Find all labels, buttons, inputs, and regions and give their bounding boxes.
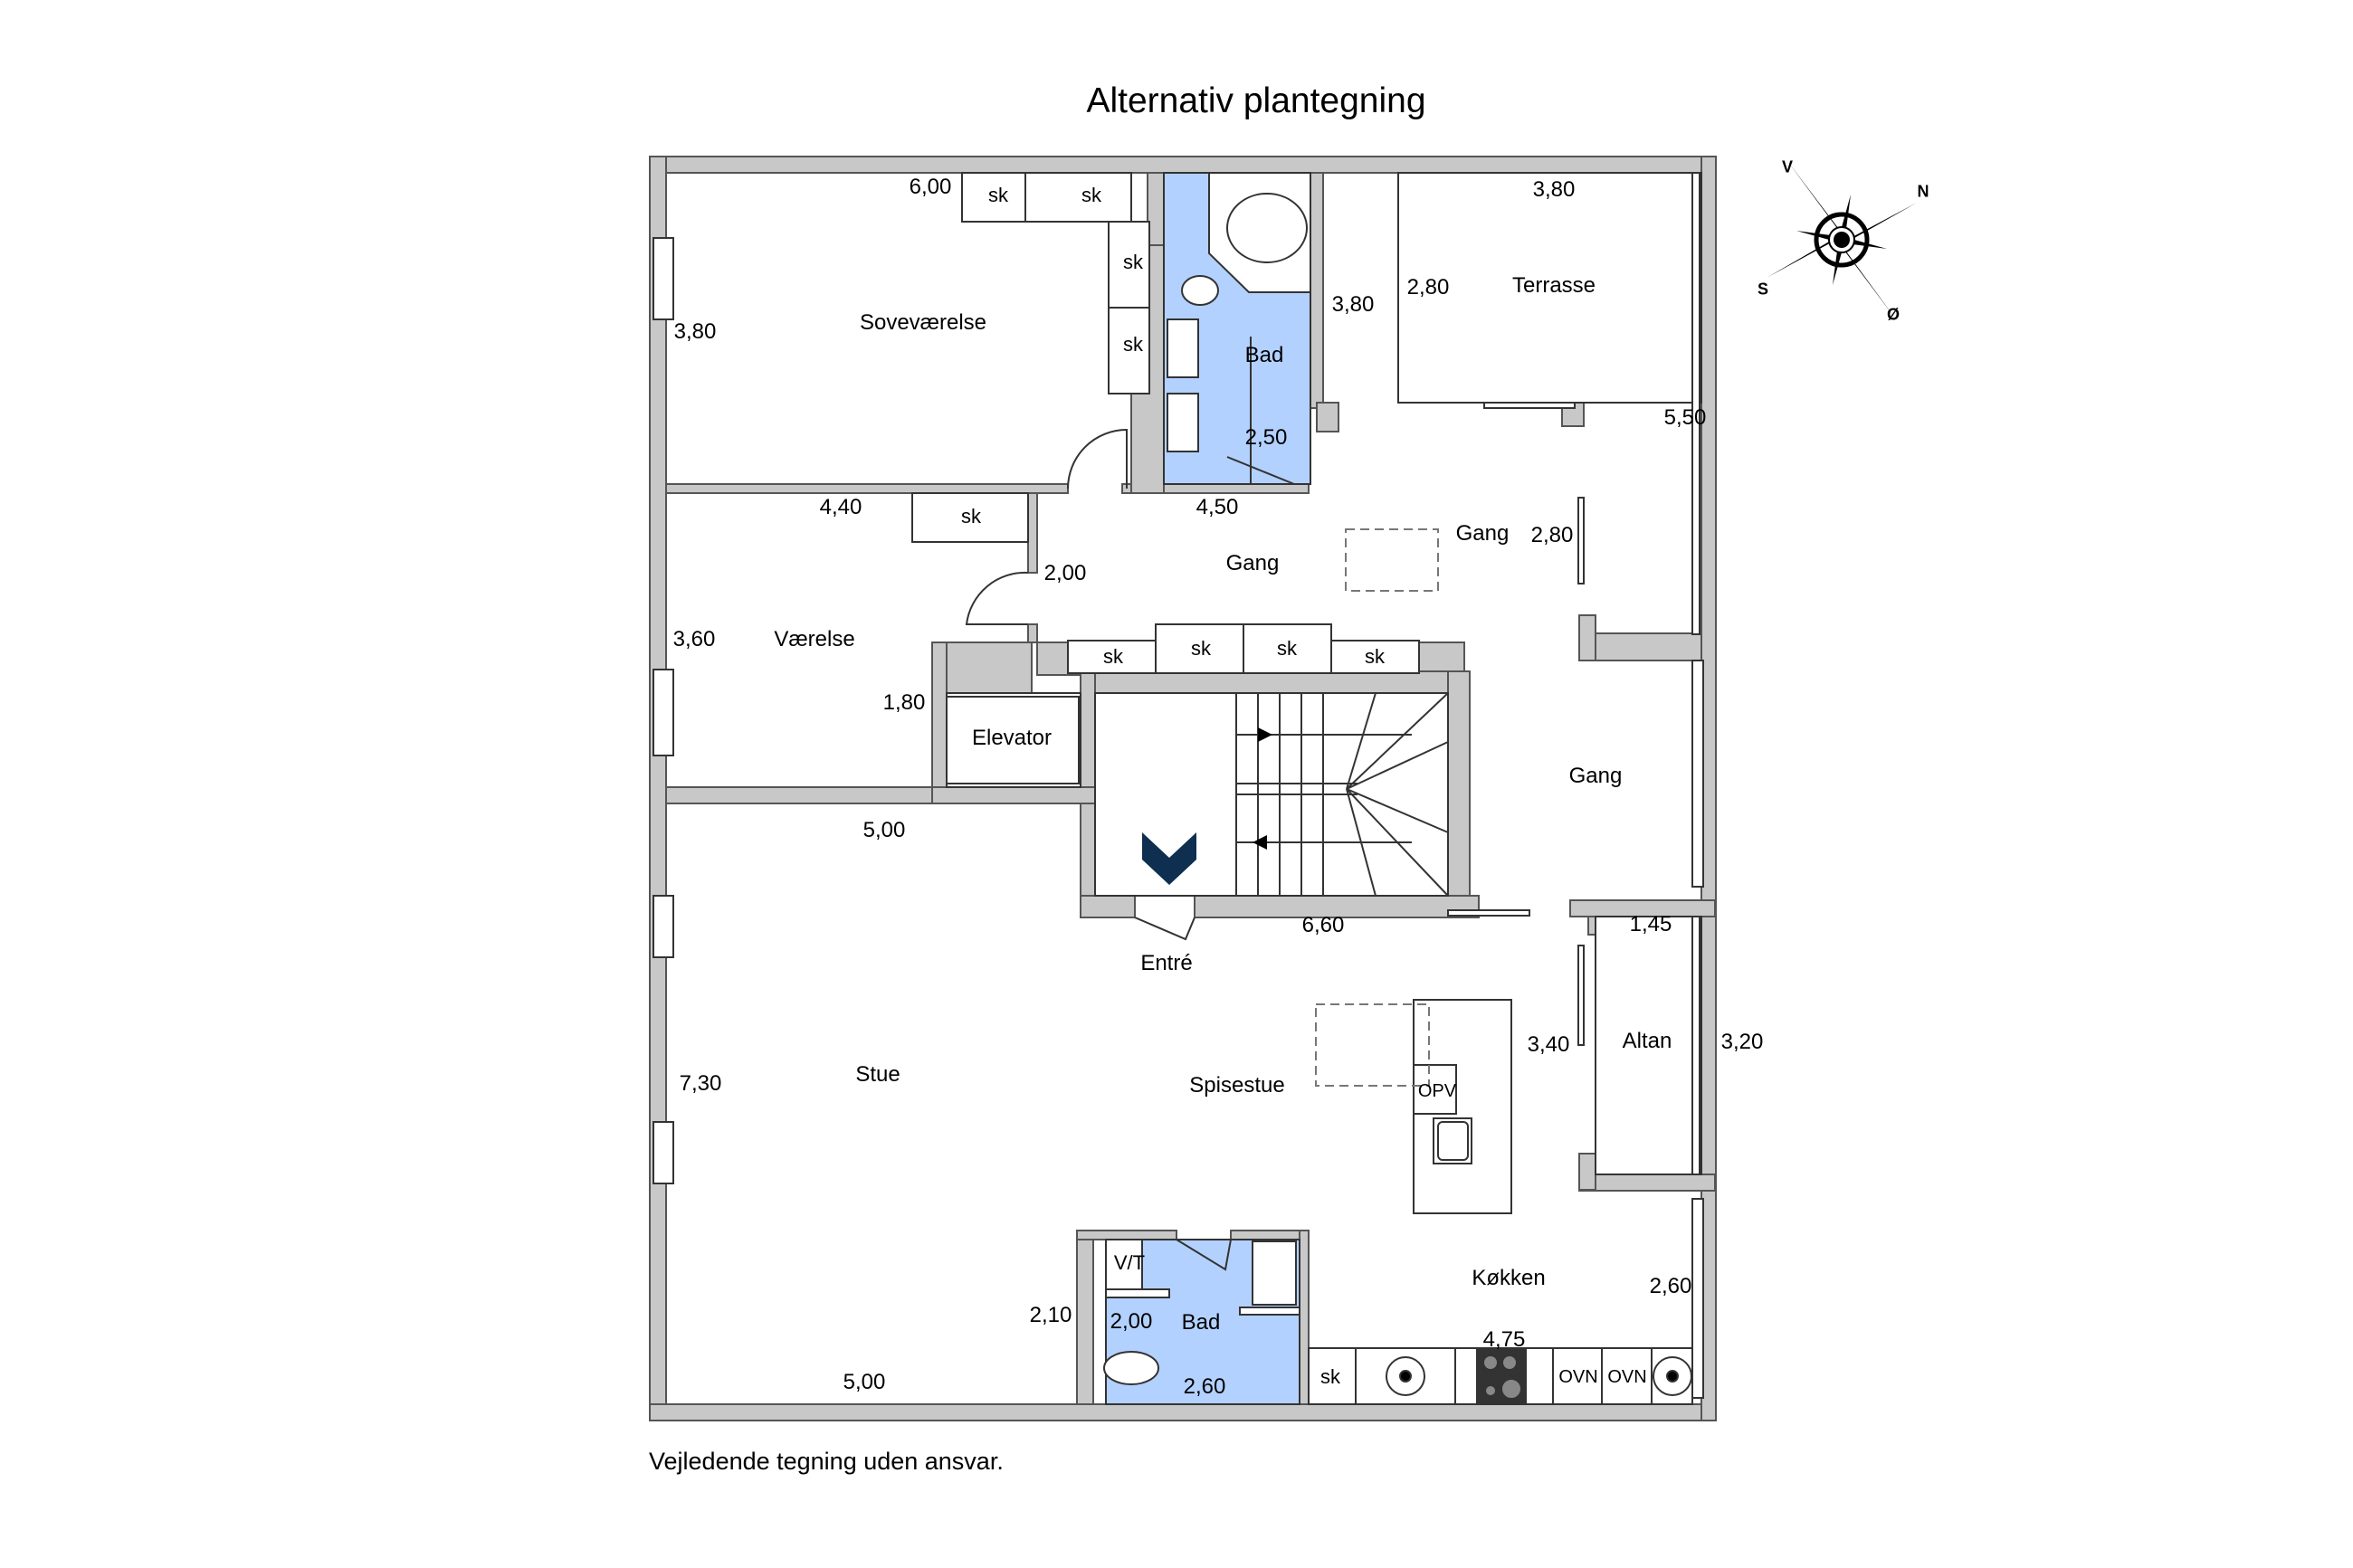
dim-vaer-inner: 1,80 — [882, 690, 926, 715]
stair-arrow-up — [1258, 727, 1272, 742]
dim-koekken-height: 2,60 — [1649, 1274, 1692, 1298]
dim-bad2-side: 2,10 — [1029, 1303, 1072, 1327]
terrasse-area — [1397, 172, 1702, 404]
dim-stair-width: 6,60 — [1301, 913, 1345, 937]
dim-spise-height: 3,40 — [1527, 1032, 1570, 1057]
dim-terrasse-side: 5,50 — [1663, 405, 1707, 430]
room-elevator: Elevator — [971, 726, 1053, 750]
room-altan: Altan — [1622, 1029, 1672, 1053]
kitchen-island — [1413, 999, 1512, 1214]
room-gang-1: Gang — [1225, 551, 1280, 575]
label-sk: sk — [1103, 645, 1123, 668]
room-bad-1: Bad — [1244, 343, 1284, 367]
compass-east-label: Ø — [1886, 305, 1900, 324]
altan-area — [1595, 916, 1702, 1175]
room-bad-2: Bad — [1181, 1310, 1221, 1335]
compass-west-label: V — [1781, 157, 1794, 176]
dim-altan-width: 1,45 — [1629, 912, 1672, 936]
dim-bad1-height: 2,50 — [1244, 425, 1288, 450]
dim-gang2-height: 2,80 — [1530, 523, 1574, 547]
label-opv: OPV — [1417, 1081, 1457, 1101]
dim-vaer-width: 4,40 — [819, 495, 862, 519]
room-gang-2: Gang — [1455, 521, 1510, 546]
room-koekken: Køkken — [1472, 1266, 1546, 1290]
dim-bad2-height: 2,00 — [1110, 1309, 1153, 1334]
label-sk: sk — [1320, 1365, 1340, 1388]
stair-arrow-down — [1253, 835, 1267, 850]
dim-koekken-width: 4,75 — [1482, 1327, 1526, 1352]
dim-bad2-width: 2,60 — [1183, 1374, 1226, 1399]
elevator-car — [946, 696, 1080, 784]
dim-bad1-width: 3,80 — [1331, 292, 1375, 317]
dim-gang1-width: 4,50 — [1196, 495, 1239, 519]
label-sk: sk — [1123, 333, 1143, 356]
entry-marker-icon — [1142, 832, 1196, 885]
label-sk: sk — [1081, 184, 1101, 206]
dim-stue-width-top: 5,00 — [862, 818, 906, 842]
dim-sove-height: 3,80 — [673, 319, 717, 344]
bathroom-1-fixtures — [1167, 172, 1311, 484]
dim-vaer-height: 3,60 — [672, 627, 716, 651]
wardrobes — [911, 172, 1420, 674]
dim-terrasse-width: 3,80 — [1532, 177, 1576, 202]
compass-north-label: N — [1917, 182, 1929, 201]
label-sk: sk — [961, 505, 981, 527]
dim-stue-width-bottom: 5,00 — [843, 1370, 886, 1394]
dim-sove-width: 6,00 — [909, 175, 952, 199]
dim-stue-height: 7,30 — [679, 1071, 722, 1096]
stairs — [1235, 692, 1449, 897]
label-sk: sk — [1123, 251, 1143, 273]
label-vt: V/T — [1113, 1251, 1146, 1274]
label-ovn: OVN — [1607, 1367, 1647, 1387]
compass-south-label: S — [1757, 280, 1769, 299]
label-ovn: OVN — [1558, 1367, 1598, 1387]
label-sk: sk — [1365, 645, 1385, 668]
label-sk: sk — [1277, 637, 1297, 660]
dashed-outlines — [1315, 528, 1439, 1087]
room-entre: Entré — [1140, 951, 1193, 975]
label-sk: sk — [988, 184, 1008, 206]
room-vaerelse: Værelse — [774, 627, 855, 651]
windows — [653, 172, 1704, 1399]
room-gang-3: Gang — [1568, 764, 1623, 788]
disclaimer-text: Vejledende tegning uden ansvar. — [649, 1448, 1004, 1475]
dim-terrasse-height: 2,80 — [1406, 275, 1450, 299]
room-sovevaerelse: Soveværelse — [859, 310, 987, 335]
bathroom-2-fixtures — [1103, 1239, 1300, 1385]
page-title: Alternativ plantegning — [1086, 81, 1426, 120]
label-sk: sk — [1191, 637, 1211, 660]
compass-rose-icon — [1767, 161, 1917, 319]
dim-gang1-height: 2,00 — [1043, 561, 1087, 585]
room-spisestue: Spisestue — [1189, 1073, 1285, 1098]
room-stue: Stue — [855, 1062, 900, 1087]
room-terrasse: Terrasse — [1511, 273, 1596, 298]
dim-altan-height: 3,20 — [1720, 1030, 1764, 1054]
kitchen-counter — [1308, 1347, 1693, 1405]
doors — [965, 428, 1295, 1271]
